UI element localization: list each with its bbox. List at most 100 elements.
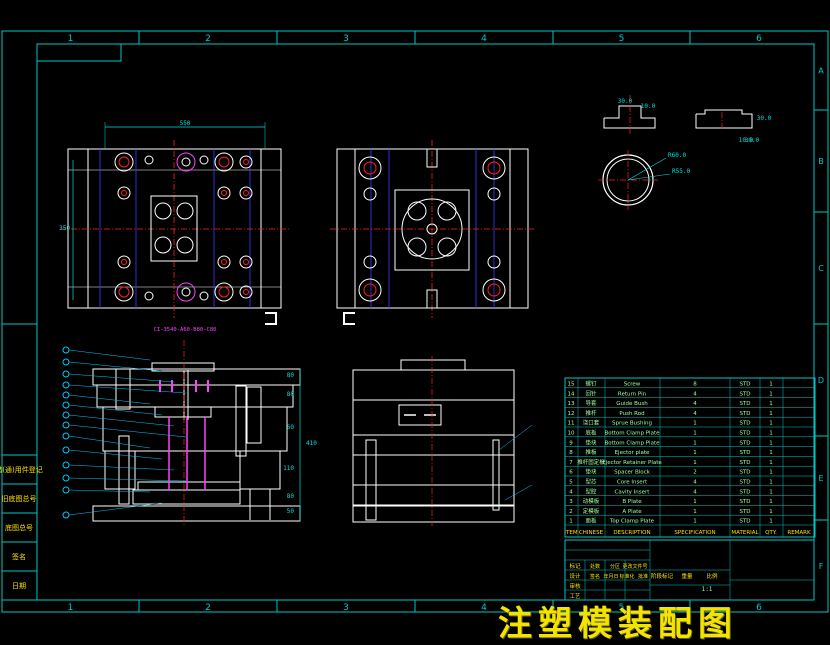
leader-line	[68, 464, 175, 471]
bom-outline	[564, 377, 816, 538]
bom-cell: 垫块	[585, 438, 597, 446]
cavity-pocket	[150, 195, 198, 262]
balloon	[62, 511, 70, 519]
bom-cell: 14	[568, 391, 575, 397]
tb-mid-label: 更改文件号	[622, 563, 647, 570]
guide-bush-inner	[363, 161, 377, 175]
plate-inner	[354, 148, 511, 309]
return-pin-core	[181, 157, 191, 167]
return-pin	[176, 152, 196, 172]
dim-text-width: 550	[180, 120, 191, 127]
bom-header: REMARK	[787, 530, 811, 536]
bolt-hole	[239, 155, 253, 169]
bom-cell: Top Clamp Plate	[609, 519, 655, 525]
bom-cell: Cavity Insert	[615, 489, 651, 495]
cavity-bore	[176, 202, 194, 220]
bom-cell: 推板	[585, 448, 597, 456]
leader-line	[68, 349, 151, 361]
bom-cell: 4	[693, 480, 697, 486]
bolt-hole	[363, 255, 377, 269]
leader-line	[68, 489, 151, 493]
bom-cell: Guide Bush	[616, 401, 648, 407]
tb-mid-label: 分区	[610, 563, 620, 570]
b-plate	[352, 434, 515, 456]
bom-header: ITEM	[564, 530, 577, 536]
zone-label-top: 4	[481, 34, 487, 44]
balloon	[62, 346, 70, 354]
bom-cell: 4	[693, 489, 697, 495]
stamp-row-label: 签名	[12, 552, 26, 561]
dim-text: 80	[287, 372, 295, 379]
bom-cell: STD	[739, 450, 750, 456]
guide-pin-outer	[214, 152, 234, 172]
radius-leader	[627, 173, 671, 181]
bom-cell: 11	[568, 421, 575, 427]
guide-bush-right	[246, 386, 262, 444]
tb-left-label: 设计	[569, 572, 581, 580]
bom-cell: STD	[739, 411, 750, 417]
bom-cell: Bottom Clamp Plate	[604, 440, 660, 446]
stamp-row-label: 旧底图总号	[2, 494, 37, 503]
stamp-row-label: 底图总号	[5, 523, 33, 532]
bom-cell: 定模板	[583, 507, 600, 515]
leader-line	[504, 484, 533, 501]
bom-cell: 动模板	[583, 497, 600, 505]
ejector-slot-bottom	[426, 289, 438, 309]
bom-cell: 1	[769, 509, 773, 515]
bom-cell: 1	[693, 431, 697, 437]
sprue-bush-section	[603, 105, 656, 129]
bom-cell: 7	[569, 460, 573, 466]
screw-hole	[199, 291, 209, 301]
leader-line	[68, 361, 163, 372]
view-arrow-mark	[265, 312, 277, 325]
radius-leader	[627, 157, 667, 181]
bom-cell: STD	[739, 401, 750, 407]
guide-bush-outer	[482, 156, 506, 180]
bolt-hole	[363, 187, 377, 201]
bottom-clamp-plate	[92, 505, 301, 522]
drawing-frame	[1, 30, 829, 613]
screw-hole	[144, 155, 154, 165]
top-clamp-plate	[352, 369, 515, 401]
zone-label-bottom: 4	[481, 603, 487, 613]
balloon	[62, 411, 70, 419]
guide-pin-outer	[114, 152, 134, 172]
bom-cell: STD	[739, 480, 750, 486]
bolt-hole-core	[243, 289, 249, 295]
zone-label-right: A	[818, 67, 824, 76]
bom-cell: 1	[769, 401, 773, 407]
moving-half-plan-view	[330, 140, 535, 325]
bom-cell: 1	[569, 519, 573, 525]
bom-cell: 4	[569, 489, 573, 495]
leader-line	[68, 373, 175, 383]
leader-line	[498, 424, 533, 451]
balloon	[62, 432, 70, 440]
bom-cell: 1	[769, 440, 773, 446]
ejector-slot-top	[426, 148, 438, 168]
tb-mid-label: 签名	[590, 573, 600, 580]
zone-label-right: E	[818, 474, 823, 483]
balloon	[62, 391, 70, 399]
bom-cell: STD	[739, 440, 750, 446]
zone-label-bottom: 6	[756, 603, 762, 613]
leader-line	[68, 414, 175, 427]
dim-text: 80	[287, 391, 295, 398]
bolt-hole	[239, 285, 253, 299]
bom-cell: 1	[769, 450, 773, 456]
corner-box	[36, 43, 122, 62]
bom-cell: 2	[693, 470, 697, 476]
zone-label-top: 3	[343, 34, 349, 44]
balloon	[62, 461, 70, 469]
leader-line	[68, 404, 163, 416]
bom-cell: 螺钉	[585, 380, 597, 388]
zone-label-bottom: 1	[68, 603, 74, 613]
bom-cell: 导套	[585, 399, 597, 407]
dim-text: 30.0	[745, 137, 760, 144]
bom-cell: STD	[739, 489, 750, 495]
bolt-hole-core	[221, 190, 227, 196]
balloon	[62, 446, 70, 454]
stamp-row-label: 借(通)用件登记	[0, 465, 43, 474]
